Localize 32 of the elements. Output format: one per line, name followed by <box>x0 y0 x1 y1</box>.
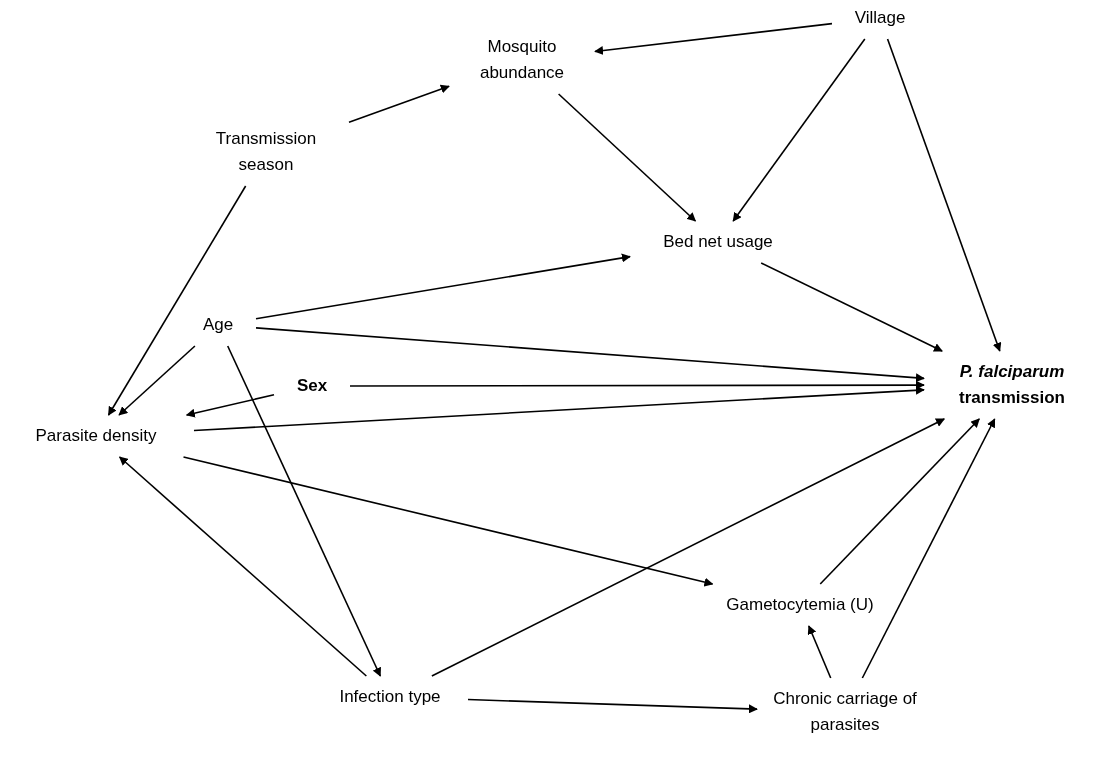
arrow <box>431 418 945 677</box>
arrow <box>760 262 943 352</box>
arrow <box>182 456 714 587</box>
arrow <box>185 394 275 418</box>
arrow <box>819 418 981 585</box>
arrow <box>348 84 450 123</box>
arrow <box>255 327 925 383</box>
arrow <box>118 456 368 677</box>
node-label: P. falciparum transmission <box>932 359 1092 411</box>
node-label: Mosquito abundance <box>457 34 587 86</box>
arrow <box>557 93 697 222</box>
arrow <box>467 698 758 714</box>
arrow <box>107 185 247 416</box>
node-label: Age <box>188 312 248 338</box>
node-label: Parasite density <box>6 423 186 449</box>
node-label: Gametocytemia (U) <box>705 592 895 618</box>
node-label: Transmission season <box>191 126 341 178</box>
node-label: Sex <box>282 373 342 399</box>
arrow <box>732 38 866 222</box>
node-label: Bed net usage <box>638 229 798 255</box>
node-label: Infection type <box>320 684 460 710</box>
arrow <box>226 345 382 677</box>
arrow <box>349 380 925 390</box>
arrow <box>807 625 832 679</box>
node-label: Village <box>840 5 920 31</box>
node-label: Chronic carriage of parasites <box>765 686 925 738</box>
arrow <box>118 345 196 416</box>
arrow <box>255 253 631 320</box>
arrow <box>886 38 1002 352</box>
arrow <box>594 22 833 55</box>
arrow <box>193 385 925 432</box>
arrow <box>861 418 996 679</box>
